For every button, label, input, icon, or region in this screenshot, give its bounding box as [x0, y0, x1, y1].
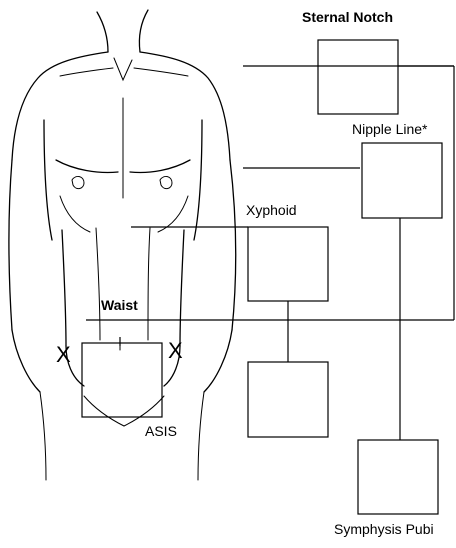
- label-symphysis-pubi: Symphysis Pubi: [334, 521, 434, 537]
- pec-right: [130, 160, 190, 173]
- inguinal-right: [124, 396, 164, 426]
- measurement-boxes: [82, 40, 442, 514]
- torso-drawing: [9, 10, 236, 480]
- nipple-right: [160, 176, 172, 188]
- box-sternal-notch: [318, 40, 398, 114]
- box-xyphoid: [248, 227, 328, 301]
- box-nipple-line: [362, 143, 442, 218]
- thigh-left: [40, 392, 46, 480]
- arm-right-inner: [194, 120, 202, 240]
- neck-right: [139, 10, 148, 52]
- shoulder-left: [12, 52, 108, 160]
- x-mark-left: X: [56, 342, 71, 367]
- arm-right-outer: [230, 160, 236, 330]
- collarbone-notch: [114, 58, 132, 80]
- arm-left-outer: [9, 160, 12, 330]
- shoulder-right: [140, 52, 230, 160]
- rectus-left: [96, 228, 100, 340]
- forearm-left: [12, 330, 40, 392]
- clavicle-right: [134, 68, 188, 76]
- labels: Sternal Notch Nipple Line* Xyphoid Waist…: [56, 9, 434, 537]
- inguinal-left: [84, 396, 124, 426]
- box-symphysis-pubi: [358, 440, 438, 514]
- x-mark-right: X: [168, 338, 183, 363]
- rectus-right: [148, 228, 150, 340]
- arm-left-inner: [44, 120, 52, 240]
- label-asis: ASIS: [145, 423, 177, 439]
- label-xyphoid: Xyphoid: [246, 202, 297, 218]
- thigh-right: [198, 392, 204, 480]
- label-waist: Waist: [101, 297, 138, 313]
- clavicle-left: [60, 68, 113, 76]
- box-lower-mid: [248, 362, 328, 437]
- label-nipple-line: Nipple Line*: [352, 121, 428, 137]
- abdomen-left: [62, 230, 66, 346]
- forearm-right: [204, 330, 232, 392]
- neck-left: [97, 12, 108, 52]
- label-sternal-notch: Sternal Notch: [302, 9, 393, 25]
- nipple-left: [72, 176, 84, 188]
- pec-left: [56, 160, 118, 173]
- abdomen-right: [180, 230, 184, 346]
- rib-left: [60, 196, 90, 232]
